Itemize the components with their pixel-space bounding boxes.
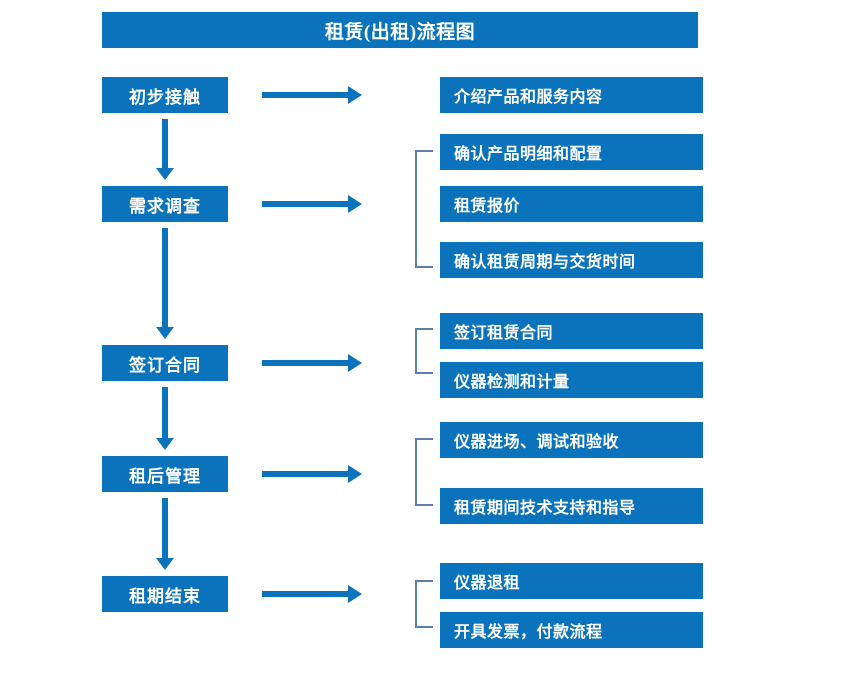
arrow-down-icon-3 xyxy=(156,387,174,450)
arrow-right-icon-1 xyxy=(262,86,362,104)
detail-box-6[interactable]: 仪器检测和计量 xyxy=(440,362,703,398)
detail-box-8[interactable]: 租赁期间技术支持和指导 xyxy=(440,488,703,524)
stage-box-1[interactable]: 初步接触 xyxy=(102,77,228,113)
detail-box-10[interactable]: 开具发票，付款流程 xyxy=(440,612,703,648)
detail-box-9[interactable]: 仪器退租 xyxy=(440,563,703,599)
group-bracket-3 xyxy=(415,438,433,506)
arrow-right-icon-3 xyxy=(262,354,362,372)
detail-box-1[interactable]: 介绍产品和服务内容 xyxy=(440,77,703,113)
detail-box-3[interactable]: 租赁报价 xyxy=(440,186,703,222)
stage-box-4[interactable]: 租后管理 xyxy=(102,456,228,492)
stage-box-5[interactable]: 租期结束 xyxy=(102,576,228,612)
detail-box-4[interactable]: 确认租赁周期与交货时间 xyxy=(440,242,703,278)
stage-box-2[interactable]: 需求调查 xyxy=(102,186,228,222)
detail-box-7[interactable]: 仪器进场、调试和验收 xyxy=(440,422,703,458)
detail-box-2[interactable]: 确认产品明细和配置 xyxy=(440,134,703,170)
arrow-right-icon-5 xyxy=(262,585,362,603)
group-bracket-2 xyxy=(415,328,433,374)
arrow-right-icon-2 xyxy=(262,195,362,213)
diagram-title: 租赁(出租)流程图 xyxy=(102,12,698,48)
arrow-right-icon-4 xyxy=(262,465,362,483)
arrow-down-icon-1 xyxy=(156,119,174,180)
stage-box-3[interactable]: 签订合同 xyxy=(102,345,228,381)
arrow-down-icon-2 xyxy=(156,228,174,339)
group-bracket-4 xyxy=(415,580,433,628)
arrow-down-icon-4 xyxy=(156,498,174,570)
detail-box-5[interactable]: 签订租赁合同 xyxy=(440,313,703,349)
group-bracket-1 xyxy=(415,150,433,268)
